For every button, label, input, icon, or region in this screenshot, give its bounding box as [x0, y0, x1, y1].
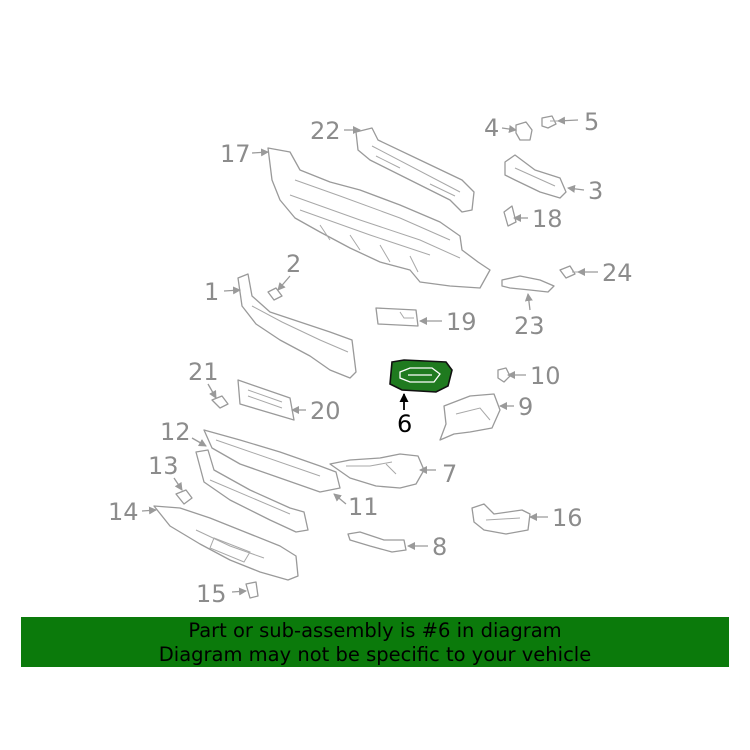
- callout-23: 23: [514, 312, 545, 340]
- part-19-plate: [375, 307, 419, 327]
- part-3-side-bracket: [504, 154, 567, 199]
- callout-21: 21: [188, 358, 219, 386]
- callout-6-highlighted: 6: [397, 410, 412, 438]
- callout-9: 9: [518, 393, 533, 421]
- callout-20: 20: [310, 397, 341, 425]
- callout-11: 11: [348, 493, 379, 521]
- part-21-bolt: [211, 395, 229, 409]
- callout-13: 13: [148, 452, 179, 480]
- part-13-bolt: [175, 489, 193, 505]
- leader-lines: [141, 116, 598, 596]
- part-16-bracket: [471, 503, 531, 535]
- part-23-strip: [501, 275, 555, 293]
- part-24-bolt: [559, 265, 580, 279]
- callout-14: 14: [108, 498, 139, 526]
- callout-12: 12: [160, 418, 191, 446]
- banner-line-1: Part or sub-assembly is #6 in diagram: [188, 619, 562, 642]
- part-22-upper-bracket: [355, 127, 475, 213]
- part-6-highlighted: [389, 359, 453, 393]
- part-5-bolt: [541, 115, 558, 129]
- part-2-bolt: [267, 287, 283, 301]
- callout-16: 16: [552, 504, 583, 532]
- part-11-lower-strip: [195, 449, 309, 533]
- callout-8: 8: [432, 533, 447, 561]
- part-12-lower-panel: [203, 429, 341, 493]
- callout-2: 2: [286, 250, 301, 278]
- callout-18: 18: [532, 205, 563, 233]
- part-8-trim: [347, 531, 407, 553]
- callout-19: 19: [446, 308, 477, 336]
- part-1-lower-bracket: [237, 273, 357, 379]
- part-4-clip: [515, 121, 533, 141]
- callout-5: 5: [584, 108, 599, 136]
- callout-22: 22: [310, 117, 341, 145]
- callout-10: 10: [530, 362, 561, 390]
- part-7-lower-grille: [329, 453, 425, 489]
- callout-24: 24: [602, 259, 633, 287]
- banner-line-2: Diagram may not be specific to your vehi…: [158, 643, 592, 666]
- info-banner: Part or sub-assembly is #6 in diagram Di…: [21, 617, 729, 667]
- callout-3: 3: [588, 177, 603, 205]
- callout-labels: 1 2 3 4 5 6 7 8 9 10 11 12 13 14 15 16 1…: [108, 108, 633, 608]
- callout-4: 4: [484, 114, 499, 142]
- callout-1: 1: [204, 278, 219, 306]
- part-15-bolt: [245, 581, 259, 599]
- part-14-skid-plate: [153, 505, 299, 581]
- part-20-plate-bracket: [237, 379, 295, 421]
- part-17-upper-absorber: [267, 147, 491, 289]
- callout-7: 7: [442, 460, 457, 488]
- callout-15: 15: [196, 580, 227, 608]
- part-9-side-bracket: [439, 393, 501, 441]
- callout-17: 17: [220, 140, 251, 168]
- part-18-clip: [503, 205, 517, 227]
